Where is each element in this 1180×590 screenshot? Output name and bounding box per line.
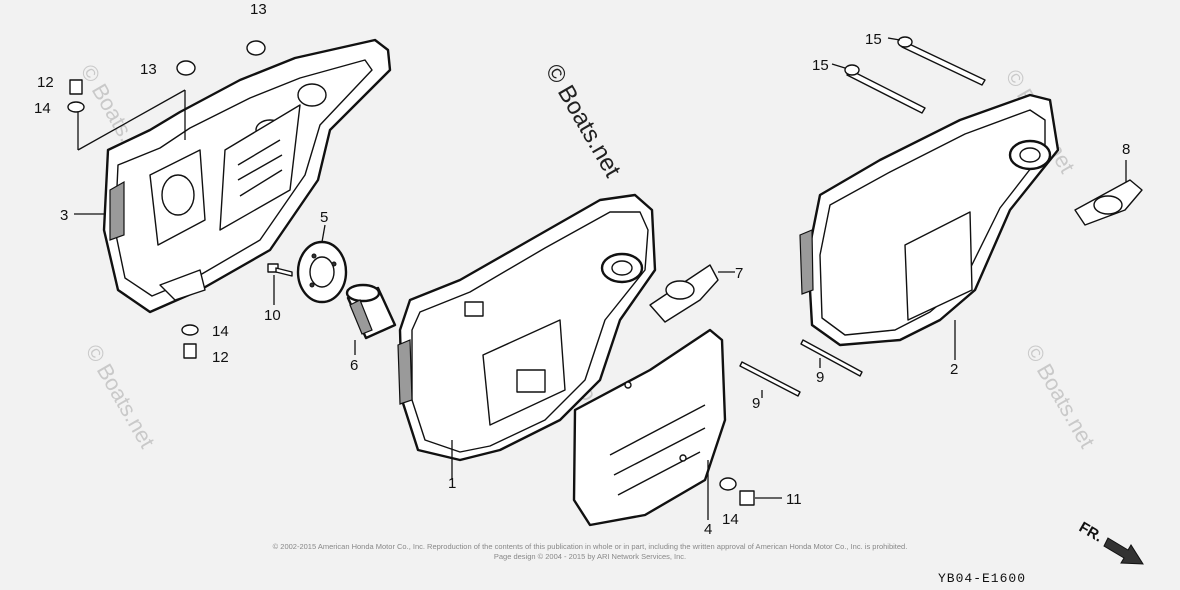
part-9-stud-bolts <box>739 339 863 397</box>
part-14-washer <box>181 324 199 336</box>
callout-14: 14 <box>34 100 51 117</box>
callout-9: 9 <box>752 395 760 412</box>
callout-11: 11 <box>786 491 802 508</box>
part-1-muffler <box>397 193 657 462</box>
callout-labels: 3 12 14 13 13 5 10 6 14 12 1 7 9 9 4 14 … <box>34 1 1130 538</box>
copyright-line-1: © 2002-2015 American Honda Motor Co., In… <box>273 542 908 551</box>
part-12-bolt <box>69 79 83 95</box>
callout-6: 6 <box>350 357 358 374</box>
callout-12: 12 <box>212 349 229 366</box>
callout-10: 10 <box>264 307 281 324</box>
part-13-nut <box>176 60 196 76</box>
part-4-heat-shield <box>572 328 727 527</box>
callout-7: 7 <box>735 265 743 282</box>
callout-12: 12 <box>37 74 54 91</box>
arrow-right-down-icon <box>1103 537 1144 565</box>
callout-14: 14 <box>722 511 739 528</box>
callout-14: 14 <box>212 323 229 340</box>
part-5-muffler-flange <box>296 240 348 304</box>
part-2-muffler <box>799 93 1060 347</box>
callout-13: 13 <box>250 1 267 18</box>
callout-8: 8 <box>1122 141 1130 158</box>
callout-2: 2 <box>950 361 958 378</box>
watermark: © Boats.net <box>81 340 160 452</box>
watermark: © Boats.net <box>1021 340 1100 452</box>
leader-lines <box>74 37 1127 520</box>
watermark-main: © Boats.net <box>540 60 626 183</box>
part-12-bolt <box>183 343 197 359</box>
part-13-nut <box>246 40 266 56</box>
callout-3: 3 <box>60 207 68 224</box>
diagram-code: YB04-E1600 <box>938 571 1026 586</box>
small-hardware <box>67 40 755 506</box>
callout-9: 9 <box>816 369 824 386</box>
direction-label: FR. <box>1076 519 1105 546</box>
part-8-gasket <box>1074 179 1143 226</box>
part-7-gasket <box>649 264 719 323</box>
part-14-washer <box>67 101 85 113</box>
part-3-muffler-protector <box>102 38 392 314</box>
callout-15: 15 <box>812 57 829 74</box>
part-6-spark-arrester <box>345 283 397 340</box>
part-14-washer <box>719 477 737 491</box>
callout-4: 4 <box>704 521 712 538</box>
callout-13: 13 <box>140 61 157 78</box>
part-11-bolt <box>739 490 755 506</box>
part-10-screw <box>267 263 293 277</box>
callout-5: 5 <box>320 209 328 226</box>
copyright-line-2: Page design © 2004 - 2015 by ARI Network… <box>494 552 686 561</box>
callout-1: 1 <box>448 475 456 492</box>
front-direction-indicator: FR. <box>1076 519 1144 565</box>
part-15-long-bolts <box>844 36 986 114</box>
callout-15: 15 <box>865 31 882 48</box>
